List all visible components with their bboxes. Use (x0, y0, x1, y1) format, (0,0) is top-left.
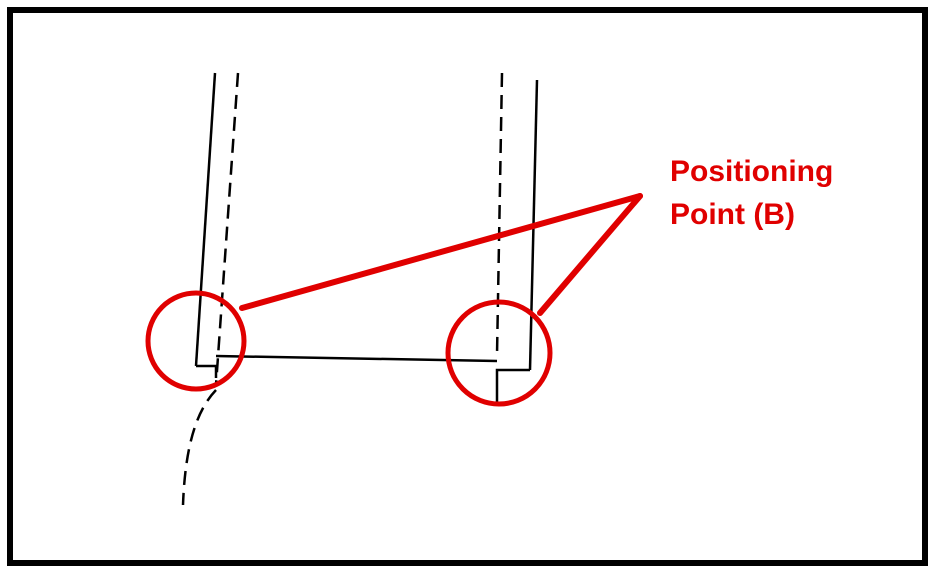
annotation-line-1: Positioning (670, 155, 833, 188)
left-solid-wall (194, 72, 217, 367)
right-positioning-circle (445, 299, 553, 407)
connecting-bar (215, 354, 498, 363)
right-leader-line (537, 193, 643, 316)
right-notch-step (495, 368, 530, 402)
left-dashed-curve (181, 389, 217, 506)
outer-border (7, 7, 928, 566)
annotation-line-2: Point (B) (670, 198, 795, 231)
left-leader-line (239, 193, 643, 311)
left-positioning-circle (145, 290, 247, 392)
left-notch-step (196, 364, 218, 378)
annotation-label: Positioning Point (B) (670, 155, 842, 231)
left-dashed-reference (214, 72, 240, 386)
right-dashed-reference (495, 72, 504, 356)
